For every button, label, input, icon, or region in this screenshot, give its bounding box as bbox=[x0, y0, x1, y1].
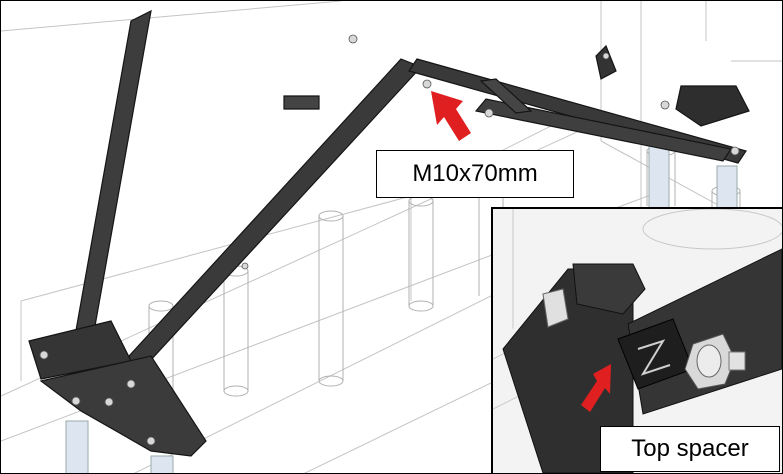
red-arrow-icon bbox=[581, 364, 611, 412]
seat-mount bbox=[675, 85, 750, 127]
bolt-size-label: M10x70mm bbox=[412, 160, 538, 187]
bolt-size-callout: M10x70mm bbox=[376, 150, 574, 198]
top-spacer-callout: Top spacer bbox=[600, 426, 780, 472]
inset-closeup-illustration bbox=[493, 209, 782, 473]
red-arrow-icon bbox=[431, 91, 471, 141]
bolts bbox=[39, 34, 740, 446]
cross-bar-upper bbox=[283, 95, 320, 110]
hex-nut bbox=[684, 333, 746, 390]
lower-right-tube bbox=[474, 98, 732, 162]
z-logo-icon bbox=[637, 339, 671, 376]
leg-tube-cap bbox=[572, 263, 646, 315]
top-spacer-detail-inset: Top spacer bbox=[491, 207, 782, 473]
base-plate bbox=[39, 355, 207, 457]
right-cross-bar bbox=[479, 78, 533, 114]
left-front-tube bbox=[96, 58, 423, 402]
bolt-head-left bbox=[542, 288, 569, 328]
top-bracket bbox=[595, 44, 617, 80]
top-spacer-label: Top spacer bbox=[631, 435, 749, 462]
frame-tubes bbox=[28, 9, 750, 457]
